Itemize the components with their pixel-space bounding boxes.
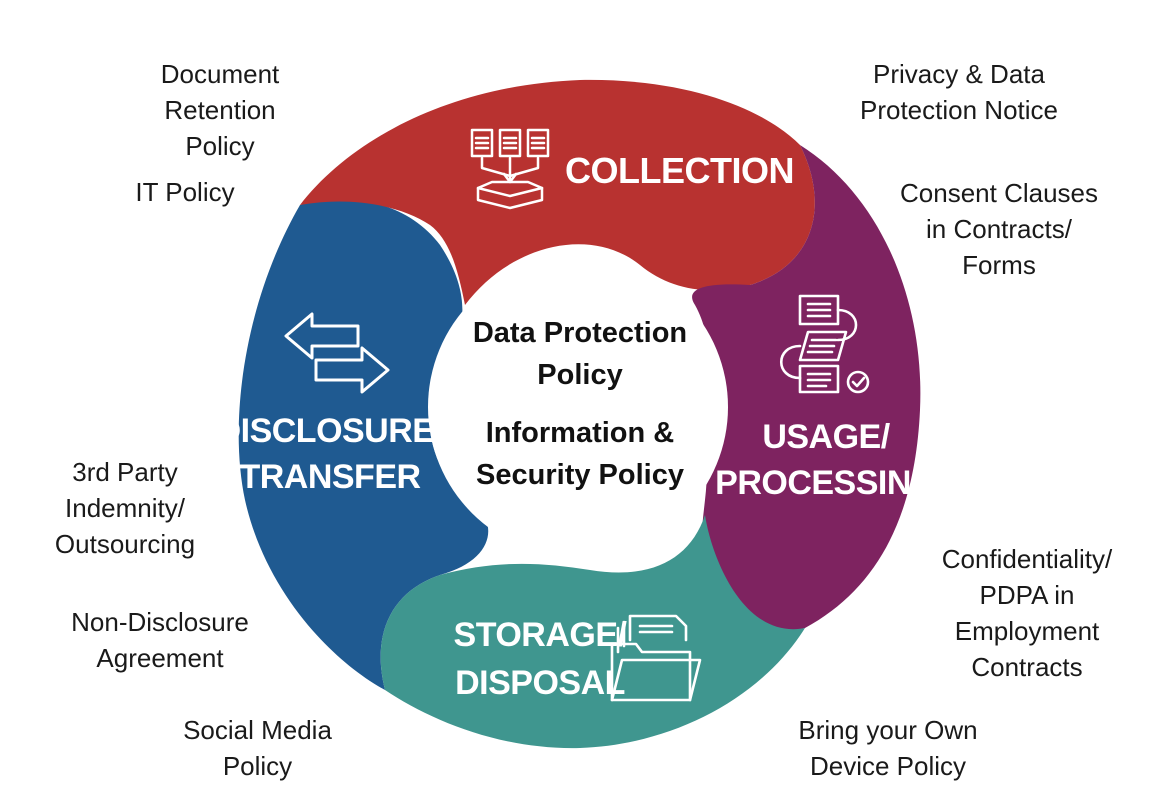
it-policy-label: IT Policy	[110, 174, 260, 210]
label-line: Indemnity/	[65, 493, 185, 523]
privacy-notice-label: Privacy & Data Protection Notice	[824, 56, 1094, 128]
center-circle	[428, 257, 728, 557]
storage-title-line1: STORAGE/	[454, 616, 628, 654]
disclosure-title-line1: DISCLOSURE/	[217, 412, 445, 450]
label-line: Outsourcing	[54, 529, 196, 559]
label-line: Contracts	[971, 652, 1083, 682]
label-line: Policy	[222, 751, 293, 781]
document-flow-check-icon	[779, 294, 870, 394]
center-title-line1: Data Protection	[473, 317, 687, 349]
label-line: Retention	[164, 95, 276, 125]
label-line: Consent Clauses	[900, 178, 1098, 208]
label-line: Protection Notice	[860, 95, 1058, 125]
center-title-line2: Policy	[537, 359, 622, 391]
storage-title-line2: DISPOSAL	[455, 664, 625, 702]
label-line: Policy	[185, 131, 255, 161]
social-media-policy-label: Social Media Policy	[150, 712, 365, 784]
label-line: IT Policy	[135, 177, 235, 207]
transfer-arrows-icon	[284, 312, 390, 394]
label-line: in Contracts/	[926, 214, 1072, 244]
label-line: Privacy & Data	[873, 59, 1045, 89]
usage-segment[interactable]	[692, 145, 921, 631]
center-subtitle-line2: Security Policy	[476, 459, 684, 491]
label-line: Device Policy	[809, 751, 967, 781]
consent-clauses-label: Consent Clauses in Contracts/ Forms	[868, 175, 1130, 283]
storage-segment[interactable]	[380, 515, 805, 749]
folder-documents-icon	[610, 614, 702, 702]
byod-policy-label: Bring your Own Device Policy	[768, 712, 1008, 784]
document-retention-policy-label: Document Retention Policy	[130, 56, 310, 164]
label-line: Employment	[954, 616, 1100, 646]
confidentiality-pdpa-label: Confidentiality/ PDPA in Employment Cont…	[912, 541, 1142, 685]
label-line: Social Media	[183, 715, 332, 745]
third-party-indemnity-label: 3rd Party Indemnity/ Outsourcing	[25, 454, 225, 562]
label-line: Agreement	[96, 643, 224, 673]
collection-title: COLLECTION	[565, 150, 794, 191]
label-line: PDPA in	[979, 580, 1075, 610]
label-line: Confidentiality/	[941, 544, 1113, 574]
center-subtitle-line1: Information &	[486, 417, 675, 449]
disclosure-title-line2: TRANSFER	[239, 458, 420, 496]
label-line: Bring your Own	[798, 715, 978, 745]
label-line: Document	[160, 59, 280, 89]
label-line: Non-Disclosure	[71, 607, 249, 637]
label-line: Forms	[962, 250, 1036, 280]
collection-segment[interactable]	[300, 79, 815, 306]
usage-title-line2: PROCESSING	[715, 464, 937, 502]
usage-title-line1: USAGE/	[762, 418, 890, 456]
documents-to-inbox-icon	[470, 128, 550, 210]
nda-label: Non-Disclosure Agreement	[40, 604, 280, 676]
label-line: 3rd Party	[72, 457, 178, 487]
